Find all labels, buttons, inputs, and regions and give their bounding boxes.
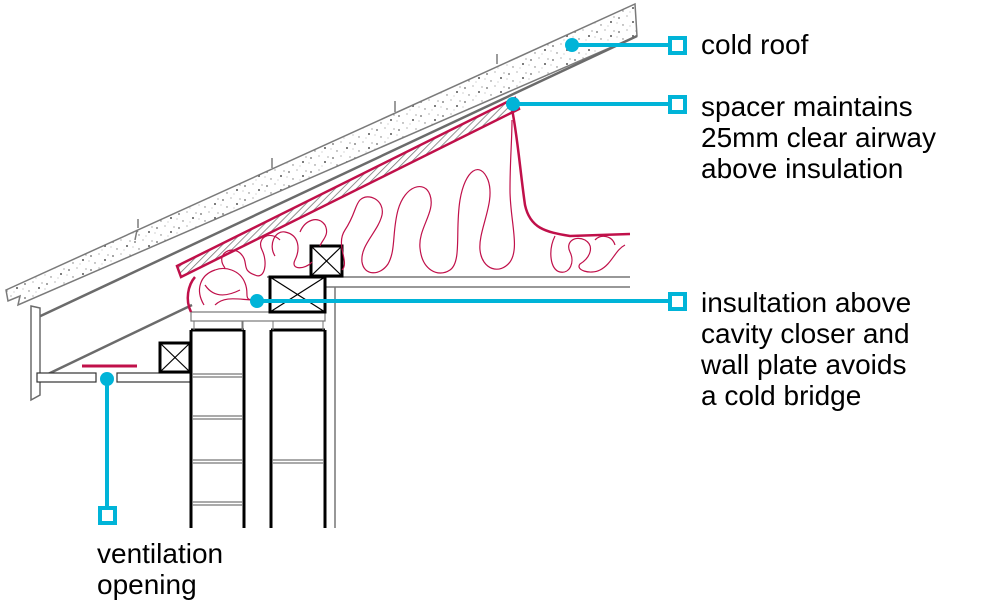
label-ventilation-opening: ventilation opening [97, 538, 224, 600]
callout-ventilation [98, 372, 117, 525]
soffit-board [36, 372, 192, 383]
callout-cold-roof [565, 36, 687, 55]
spacer-board [175, 96, 521, 279]
insulation [186, 108, 631, 313]
fascia-board [30, 305, 41, 402]
cavity-closer [190, 311, 326, 330]
label-insulation: insultation above cavity closer and wall… [701, 287, 912, 411]
outer-wall-leaf [189, 328, 246, 528]
label-cold-roof: cold roof [701, 29, 809, 60]
soffit-bearer-block [158, 341, 192, 374]
inner-wall-leaf [269, 328, 327, 528]
callout-insulation [250, 292, 687, 311]
ceiling-slope-line [47, 303, 193, 376]
wall-plate [268, 275, 327, 314]
roof-tiles [5, 2, 638, 307]
timber-block [309, 244, 344, 278]
callout-spacer [506, 95, 687, 114]
rafter-line [31, 34, 638, 322]
label-spacer: spacer maintains 25mm clear airway above… [701, 91, 936, 184]
